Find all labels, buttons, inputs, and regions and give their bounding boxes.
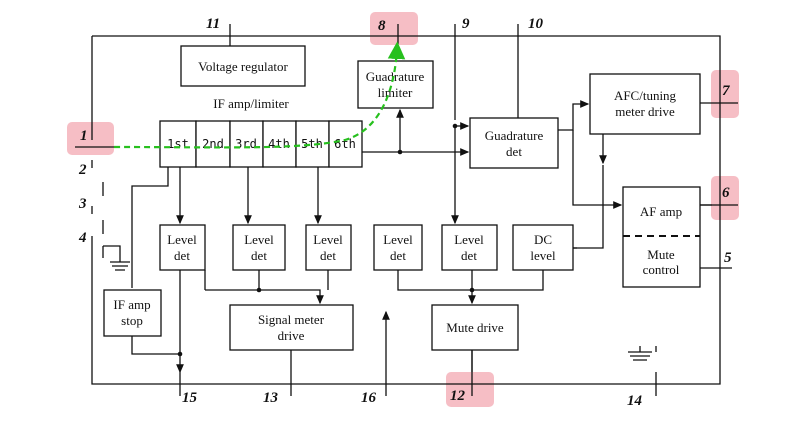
level-det-2-line2: det [251,248,267,263]
if-amp-stop-line1: IF amp [113,297,150,312]
pin-14-label: 14 [627,393,643,409]
pin-12-label: 12 [450,388,466,404]
afc-tuning-line2: meter drive [615,104,675,119]
pin-9-label: 9 [462,16,470,32]
pin-10-label: 10 [528,16,544,32]
level-det-4-block [373,224,423,271]
pin-12-highlight [446,372,494,407]
quadrature-det-line2: det [506,144,522,159]
pin-2-label: 2 [78,162,87,178]
afc-tuning-block [589,73,701,135]
pin-16-label: 16 [361,390,377,406]
afc-tuning-line1: AFC/tuning [614,88,677,103]
mute-control-line2: control [643,262,680,277]
if-stage-3-label: 3rd [235,137,257,151]
signal-path-arrow [113,41,406,149]
level-det-1-line1: Level [167,232,197,247]
pin-6-highlight [711,176,739,220]
level-det-1-line2: det [174,248,190,263]
pin-11-label: 11 [206,16,220,32]
level-det-4-line1: Level [383,232,413,247]
mute-control-line1: Mute [647,247,675,262]
af-amp-label: AF amp [640,204,682,219]
quadrature-limiter-line2: limiter [378,85,413,100]
quadrature-det-block [469,117,559,169]
level-det-2-block [232,224,286,271]
pin-1-highlight [67,122,114,155]
signal-meter-drive-line2: drive [278,328,305,343]
pin-13-label: 13 [263,390,279,406]
level-det-3-block [305,224,352,271]
voltage-regulator-block [180,45,306,87]
level-det-1-block [159,224,206,271]
quadrature-det-line1: Guadrature [485,128,544,143]
level-det-3-line1: Level [313,232,343,247]
pin-7-label: 7 [722,83,730,99]
pin-8-label: 8 [378,18,386,34]
quadrature-limiter-line1: Guadrature [366,69,425,84]
if-stage-2-label: 2nd [202,137,224,151]
mute-drive-label: Mute drive [446,320,504,335]
pin-15-label: 15 [182,390,198,406]
level-det-2-line1: Level [244,232,274,247]
pin-5-label: 5 [724,250,732,266]
pin-3-label: 3 [78,196,87,212]
if-stage-5 [295,120,330,168]
level-det-5-line2: det [461,248,477,263]
level-det-4-line2: det [390,248,406,263]
if-stage-4 [262,120,297,168]
pin-7-highlight [711,70,739,118]
pin-8-highlight [370,12,418,45]
dc-level-line1: DC [534,232,552,247]
if-amp-stop-line2: stop [121,313,143,328]
signal-meter-drive-line1: Signal meter [258,312,325,327]
voltage-regulator-label: Voltage regulator [198,59,288,74]
level-det-5-block [441,224,498,271]
pin-6-label: 6 [722,185,730,201]
if-stage-3 [229,120,264,168]
dc-level-line2: level [530,248,556,263]
level-det-5-line1: Level [454,232,484,247]
dc-level-block [512,224,574,271]
if-stage-1-label: 1st [167,137,189,151]
if-stage-5-label: 5th [301,137,323,151]
if-stage-6 [328,120,363,168]
signal-meter-drive-block [229,304,354,351]
pin-4-label: 4 [78,230,87,246]
if-amp-limiter-label: IF amp/limiter [213,96,289,111]
level-det-3-line2: det [320,248,336,263]
if-stage-4-label: 4th [268,137,290,151]
mute-drive-block [431,304,519,351]
pin-1-label: 1 [80,128,88,144]
